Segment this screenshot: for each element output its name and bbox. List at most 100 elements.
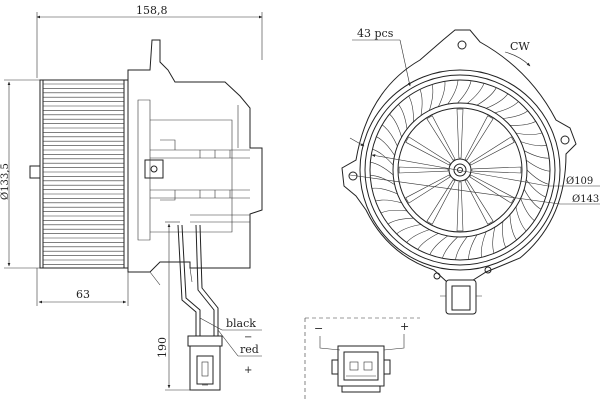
impeller-blade [370,161,394,176]
impeller-spoke [464,179,494,225]
impeller-spoke [456,181,464,232]
side-connector [189,345,221,391]
impeller-blade [520,198,535,221]
wire-labels: black − red + [199,317,262,376]
center-hub-inner [453,163,467,177]
impeller-blade [524,150,550,159]
impeller-spoke [405,136,451,166]
impeller-blade [494,101,519,114]
impeller-blade [509,121,536,126]
impeller-blade [370,175,395,185]
width-dimension: 158,8 [36,4,263,78]
impeller-blade [526,179,546,198]
impeller-spoke [398,166,449,174]
impeller-blade [520,141,547,147]
diameter-label: Ø133,5 [0,163,11,200]
inner-diameter-callout: Ø109 [371,154,600,187]
rotation-label: CW [510,40,530,53]
depth-label: 63 [76,288,90,301]
impeller-blade [371,187,398,195]
depth-dimension: 63 [36,268,129,306]
outer-ring-inner [364,74,556,266]
inner-diameter-label: Ø109 [566,176,593,187]
impeller-blades [370,79,551,260]
fan-cage [39,79,129,269]
impeller-blade [389,113,402,138]
impeller-blade [526,159,551,172]
wires [177,224,223,347]
outer-diameter-label: Ø143 [572,194,599,205]
impeller-blade [417,233,439,250]
shaft-stub [29,165,41,179]
impeller-blade [526,169,549,185]
impeller-blade [515,132,543,135]
blade-ring-inner [392,102,528,238]
impeller-spoke [469,174,515,204]
blades-callout: 43 pcs [352,27,411,87]
impeller-blade [419,89,423,116]
center-hub [448,158,472,182]
impeller-blade [468,234,478,260]
connector-minus-sign: − [314,322,323,335]
impeller-blade [372,148,394,166]
impeller-blade [408,95,414,122]
impeller-blade [375,199,402,204]
connector-face [331,345,391,393]
impeller-blade [429,235,448,255]
minus-sign-side: − [244,332,252,343]
impeller-blade [381,124,398,147]
plus-sign-side: + [244,365,252,376]
blades-label: 43 pcs [357,27,394,40]
front-connector [440,279,482,315]
impeller-blade [515,206,527,232]
connector-detail: − + [304,317,420,400]
impeller-blade [509,214,517,241]
impeller-spoke [456,108,464,159]
pointer-arrow [349,137,365,147]
impeller-spoke [405,174,451,204]
impeller-blade [429,84,434,111]
side-view: 158,8 Ø133,5 [0,4,263,391]
impeller-blade [486,93,509,109]
front-view: 43 pcs CW Ø109 Ø143 [341,27,600,315]
impeller-spoke [464,115,494,161]
impeller-spoke [426,115,456,161]
impeller-blade [467,83,485,104]
wire-black-label: black [226,317,256,330]
motor-housing [127,39,263,286]
impeller-spoke [469,136,515,166]
impeller-blade [380,209,408,214]
outer-diameter-callout: Ø143 [349,174,600,205]
blade-ring-outer [369,79,551,261]
impeller-spoke [471,166,522,174]
impeller-blade [457,80,472,104]
impeller-blade [455,236,468,260]
impeller-blade [502,221,507,248]
impeller-blade [396,224,422,235]
impeller-blade [523,189,542,210]
impeller-spokes [398,108,522,232]
impeller-blade [398,104,408,130]
impeller-spoke [426,179,456,225]
impeller-blade [442,236,458,259]
outer-ring [359,69,561,271]
diameter-dimension: Ø133,5 [0,79,40,269]
hub-ring [397,107,523,233]
impeller-blade [480,231,487,258]
impeller-blade [476,87,497,106]
impeller-blade [502,110,529,119]
impeller-blade [438,81,446,107]
wire-red-label: red [240,343,259,356]
impeller-blade [492,227,496,254]
width-label: 158,8 [136,4,168,17]
cable-length-label: 190 [156,337,169,358]
impeller-blade [447,79,459,105]
connector-plus-sign: + [400,320,409,333]
rotation-indicator: CW [504,40,530,67]
impeller-blade [406,229,430,243]
cable-length-dimension: 190 [156,221,192,391]
impeller-blade [376,136,395,156]
impeller-blade [387,217,414,225]
